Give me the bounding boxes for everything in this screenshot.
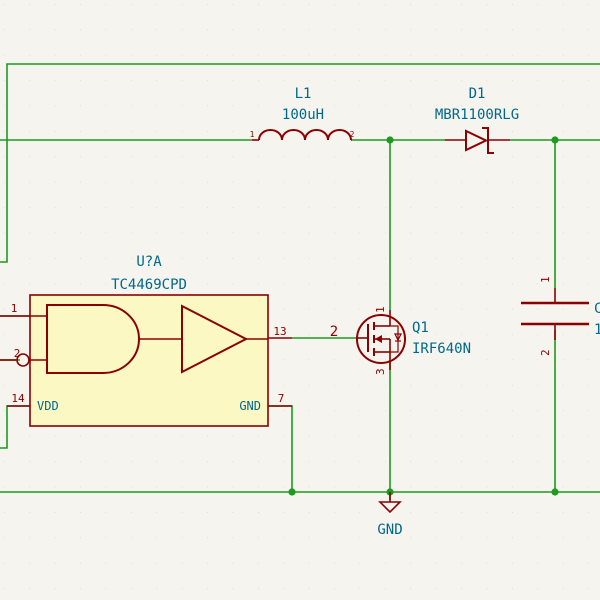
chip-pin7-number: 7 bbox=[278, 392, 285, 405]
ground-triangle-icon bbox=[378, 501, 402, 514]
chip-gnd-label: GND bbox=[239, 399, 261, 413]
junction-cap-top bbox=[551, 136, 559, 144]
diode-triangle bbox=[465, 129, 489, 152]
chip-vdd-label: VDD bbox=[37, 399, 59, 413]
capacitor[interactable]: 1 2 C 1 bbox=[521, 276, 600, 356]
chip-pin2-inverter-bubble bbox=[16, 353, 30, 367]
buffer-symbol bbox=[181, 304, 249, 374]
junction-chip-gnd bbox=[288, 488, 296, 496]
mosfet-arrow bbox=[375, 335, 382, 343]
inductor-ref: L1 bbox=[295, 86, 312, 102]
mosfet-gate-pin: 2 bbox=[330, 324, 338, 340]
ground-symbol[interactable]: GND bbox=[377, 492, 403, 538]
inductor-l1[interactable]: L1 100uH 1 2 bbox=[250, 86, 355, 141]
chip-pin2-number: 2 bbox=[14, 347, 21, 360]
chip-pin13-number: 13 bbox=[273, 325, 286, 338]
mosfet-value: IRF640N bbox=[412, 341, 471, 357]
diode-value: MBR1100RLG bbox=[435, 107, 519, 123]
capacitor-value: 1 bbox=[594, 322, 600, 338]
chip-pin14-number: 14 bbox=[11, 392, 25, 405]
inductor-pin1: 1 bbox=[250, 130, 255, 139]
diode-ref: D1 bbox=[469, 86, 486, 102]
chip-pin1-number: 1 bbox=[11, 302, 18, 315]
chip-ref: U?A bbox=[136, 254, 162, 270]
wire-top-loop bbox=[0, 63, 600, 263]
inductor-value: 100uH bbox=[282, 107, 324, 123]
ground-label: GND bbox=[377, 522, 402, 538]
chip-tc4469[interactable]: U?A TC4469CPD 1 2 13 14 VDD 7 GND bbox=[0, 254, 292, 427]
mosfet-body-circle bbox=[356, 314, 406, 364]
junction-drain-node bbox=[386, 136, 394, 144]
inductor-coil bbox=[258, 129, 352, 141]
chip-body bbox=[29, 294, 269, 427]
diode-d1[interactable]: D1 MBR1100RLG bbox=[435, 86, 519, 154]
capacitor-pin-bottom: 2 bbox=[539, 349, 552, 356]
capacitor-ref: C bbox=[594, 301, 600, 317]
mosfet-diode-lead bbox=[390, 325, 399, 353]
junction-cap-bottom bbox=[551, 488, 559, 496]
mosfet-q1[interactable]: Q1 IRF640N 2 1 3 bbox=[330, 306, 471, 375]
mosfet-source-pin: 3 bbox=[374, 368, 387, 375]
chip-value: TC4469CPD bbox=[111, 277, 187, 293]
inductor-pin2: 2 bbox=[350, 130, 355, 139]
mosfet-ref: Q1 bbox=[412, 320, 429, 336]
capacitor-pin-top: 1 bbox=[539, 276, 552, 283]
mosfet-drain-pin: 1 bbox=[374, 306, 387, 313]
and-gate-symbol bbox=[46, 304, 140, 374]
